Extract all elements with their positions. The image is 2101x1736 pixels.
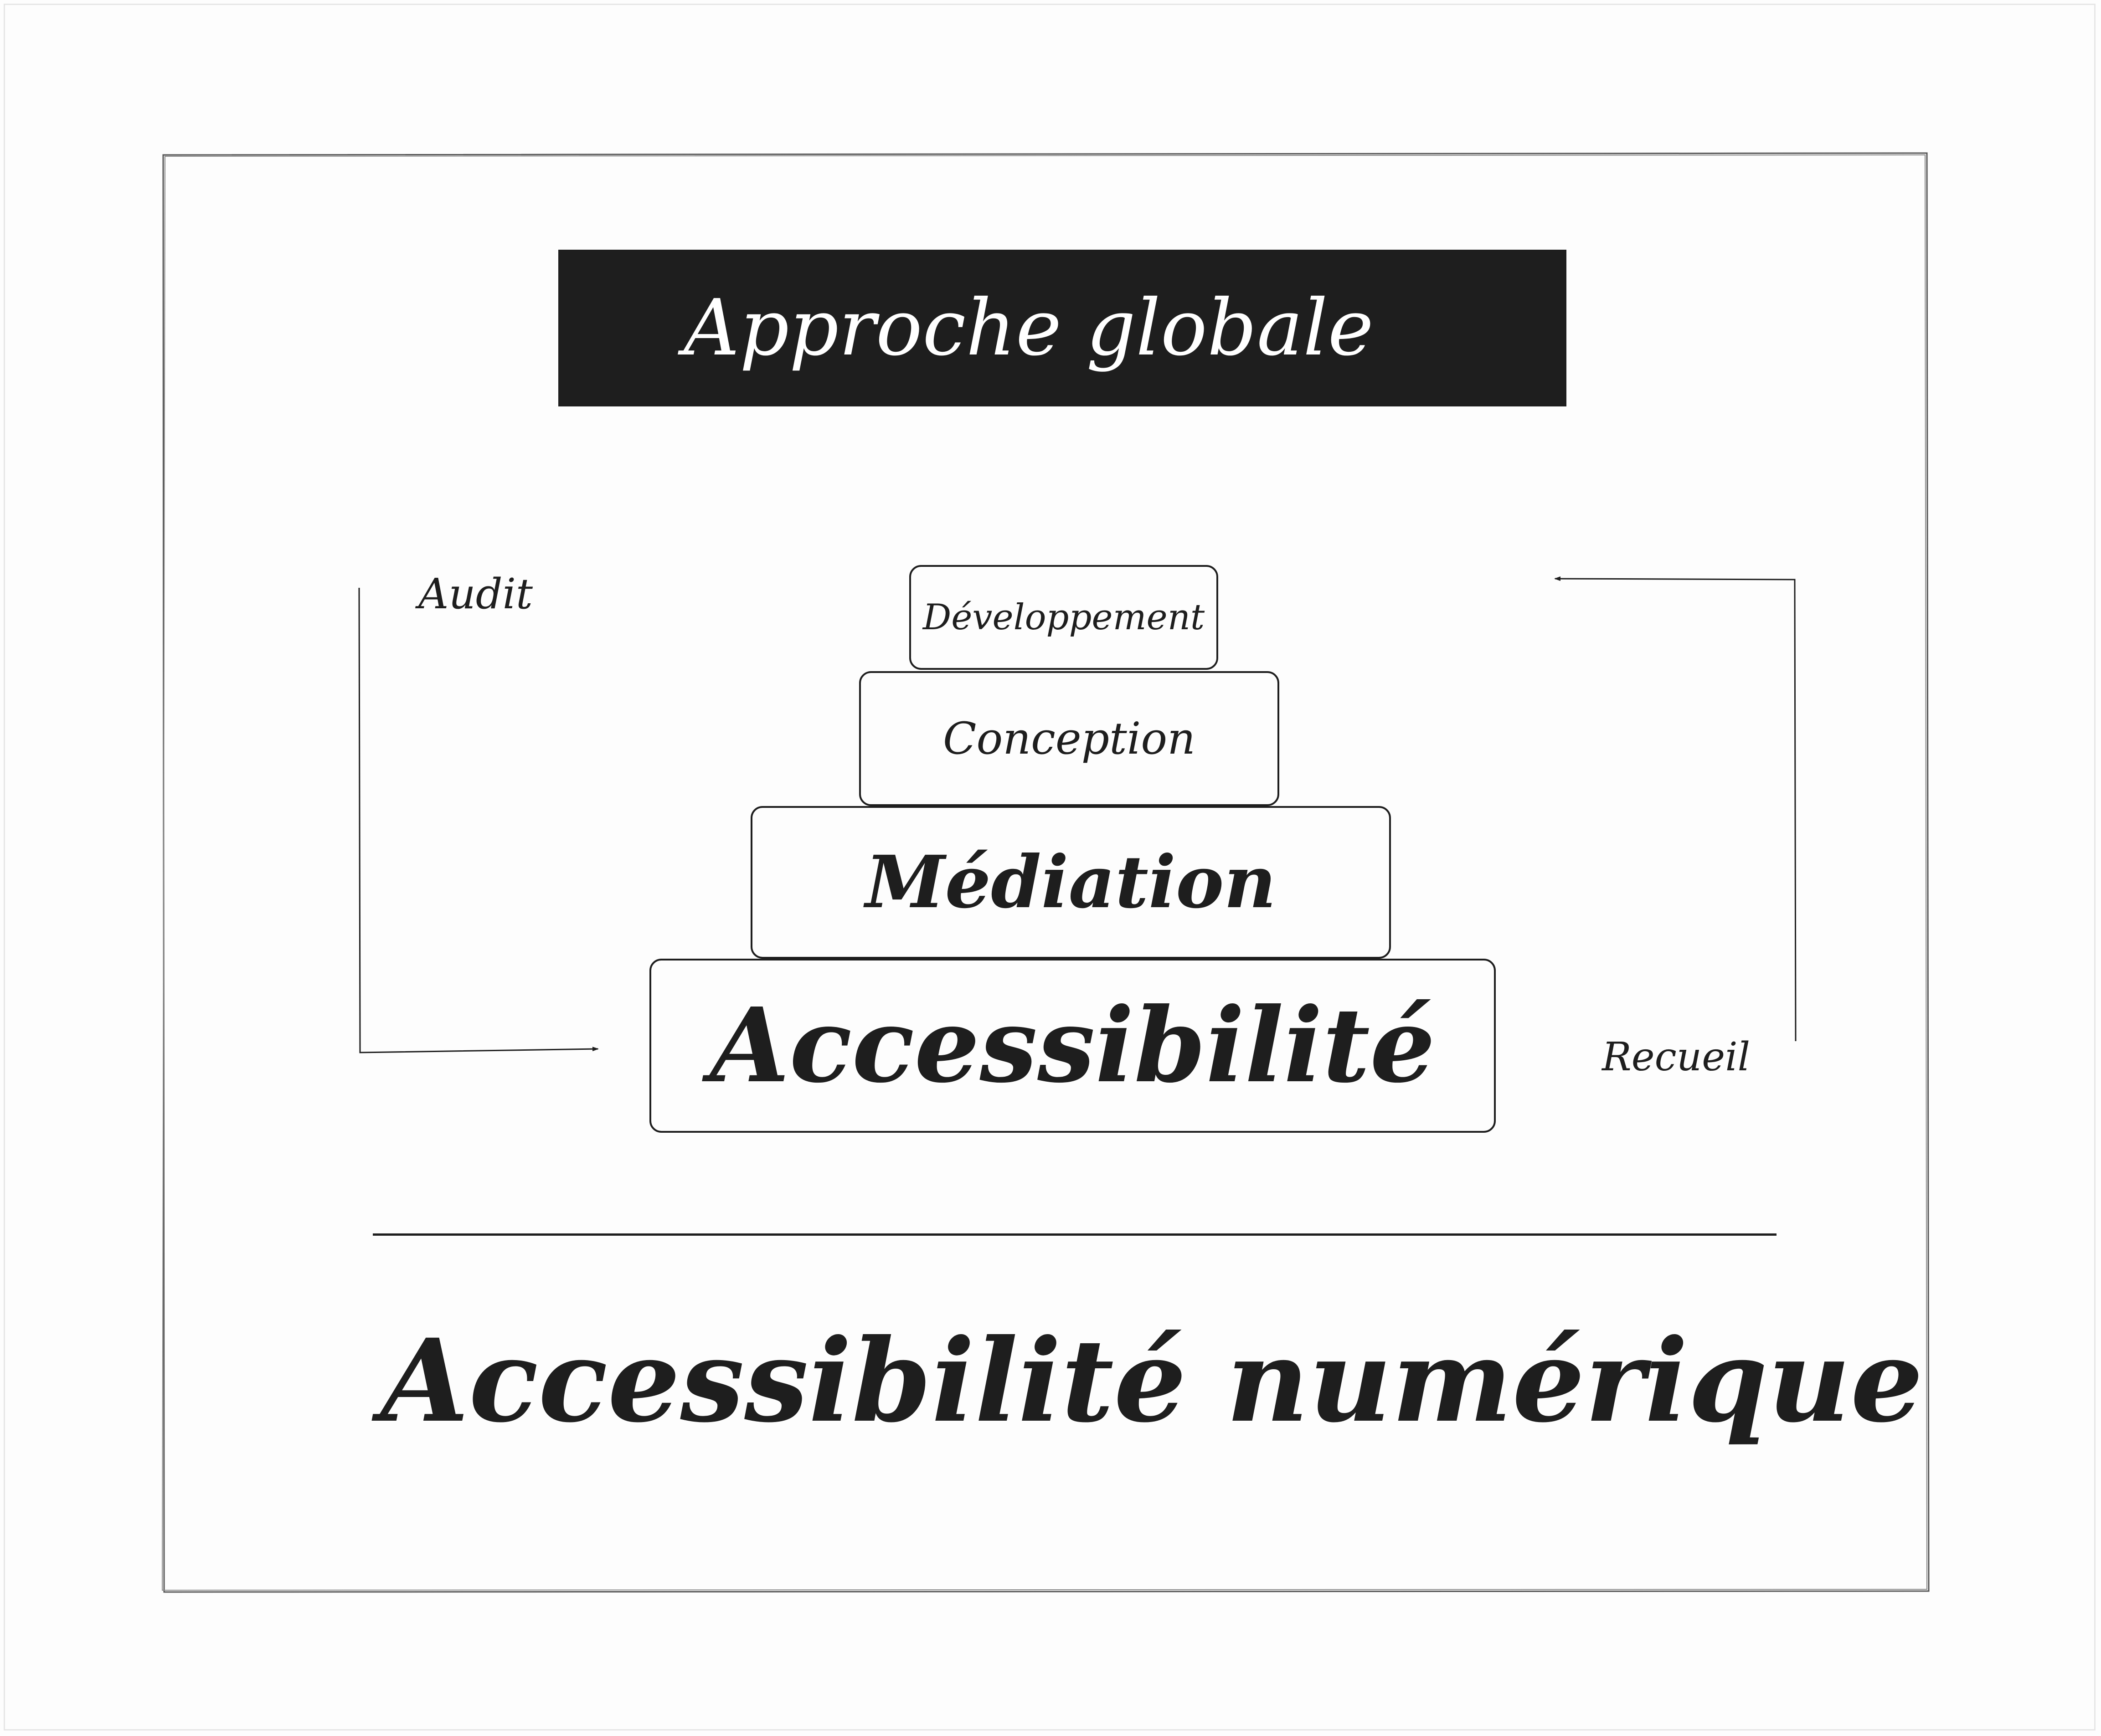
audit-arrow [358,587,599,1053]
layer-label: Développement [922,597,1205,638]
recueil-arrow [1554,576,1797,1042]
layer-label: Accessibilité [710,986,1436,1106]
pyramid-layer-accessibilite: Accessibilité [649,959,1496,1133]
audit-label: Audit [418,570,533,618]
pyramid-layer-mediation: Médiation [751,806,1391,959]
layer-label: Conception [942,713,1195,764]
title-banner [558,250,1566,406]
footer-title: Accessibilité numérique [381,1314,1923,1448]
pyramid-layer-conception: Conception [859,671,1279,806]
layer-label: Médiation [865,840,1277,924]
section-divider [373,1233,1777,1236]
diagram-title: Approche globale [684,283,1374,373]
pyramid-layer-developpement: Développement [909,565,1218,670]
outer-border [4,4,2096,1731]
recueil-label: Recueil [1602,1034,1751,1080]
